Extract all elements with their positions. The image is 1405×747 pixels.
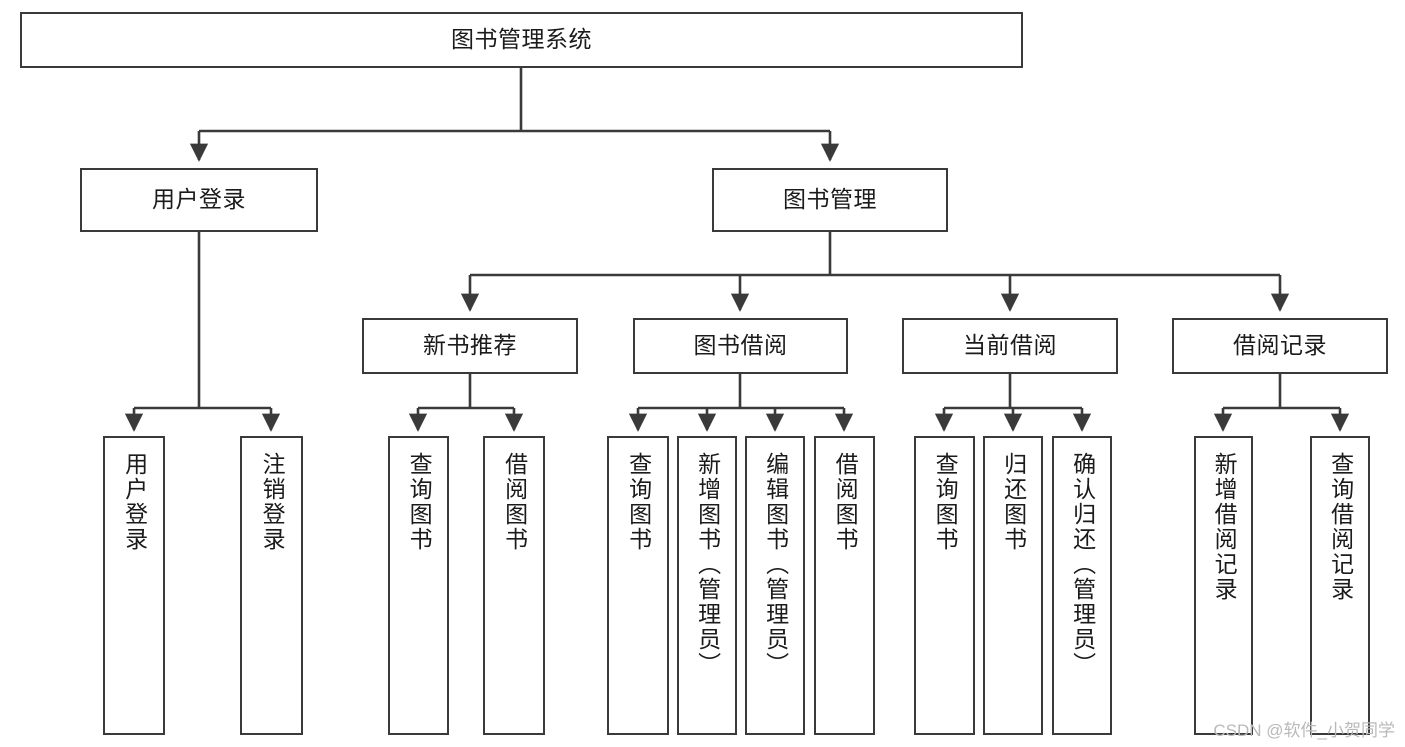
watermark: CSDN @软件_小贺同学 (1213, 721, 1395, 740)
node-leaf-query-book-3[interactable]: 查询图书 (914, 436, 975, 735)
node-leaf-edit-book-admin[interactable]: 编辑图书（管理员） (745, 436, 805, 735)
node-label: 注销登录 (259, 452, 286, 552)
node-leaf-add-borrow-record[interactable]: 新增借阅记录 (1194, 436, 1253, 735)
node-current-borrow[interactable]: 当前借阅 (902, 318, 1118, 374)
node-leaf-confirm-return-admin[interactable]: 确认归还（管理员） (1052, 436, 1112, 735)
node-leaf-add-book-admin[interactable]: 新增图书（管理员） (677, 436, 737, 735)
node-label: 查询图书 (932, 452, 959, 552)
node-label: 查询图书 (406, 452, 433, 552)
node-label: 借阅图书 (501, 452, 528, 552)
node-leaf-query-borrow-record[interactable]: 查询借阅记录 (1310, 436, 1370, 735)
node-label: 编辑图书（管理员） (762, 452, 789, 677)
node-label: 新增借阅记录 (1211, 452, 1238, 602)
node-label: 确认归还（管理员） (1069, 452, 1096, 677)
node-label: 图书管理 (783, 186, 877, 213)
node-user-login[interactable]: 用户登录 (80, 168, 318, 232)
node-label: 图书借阅 (693, 332, 788, 359)
node-label: 图书管理系统 (451, 26, 592, 53)
node-leaf-logout-login[interactable]: 注销登录 (240, 436, 303, 735)
node-label: 新增图书（管理员） (694, 452, 721, 677)
node-label: 查询图书 (625, 452, 652, 552)
node-leaf-query-book-2[interactable]: 查询图书 (607, 436, 669, 735)
node-new-book-recommend[interactable]: 新书推荐 (362, 318, 578, 374)
node-leaf-user-login[interactable]: 用户登录 (103, 436, 165, 735)
node-label: 借阅记录 (1233, 332, 1327, 359)
node-leaf-borrow-book-2[interactable]: 借阅图书 (814, 436, 875, 735)
node-label: 借阅图书 (832, 452, 859, 552)
node-root-book-management-system[interactable]: 图书管理系统 (20, 12, 1023, 68)
node-leaf-return-book[interactable]: 归还图书 (983, 436, 1043, 735)
node-label: 当前借阅 (963, 332, 1057, 359)
node-label: 查询借阅记录 (1327, 452, 1354, 602)
node-borrow-record[interactable]: 借阅记录 (1172, 318, 1388, 374)
node-leaf-borrow-book-1[interactable]: 借阅图书 (483, 436, 545, 735)
node-book-management[interactable]: 图书管理 (712, 168, 948, 232)
node-label: 用户登录 (152, 186, 246, 213)
node-leaf-query-book-1[interactable]: 查询图书 (388, 436, 449, 735)
node-book-borrow[interactable]: 图书借阅 (633, 318, 848, 374)
node-label: 新书推荐 (423, 332, 517, 359)
node-label: 用户登录 (121, 452, 148, 552)
node-label: 归还图书 (1000, 452, 1027, 552)
